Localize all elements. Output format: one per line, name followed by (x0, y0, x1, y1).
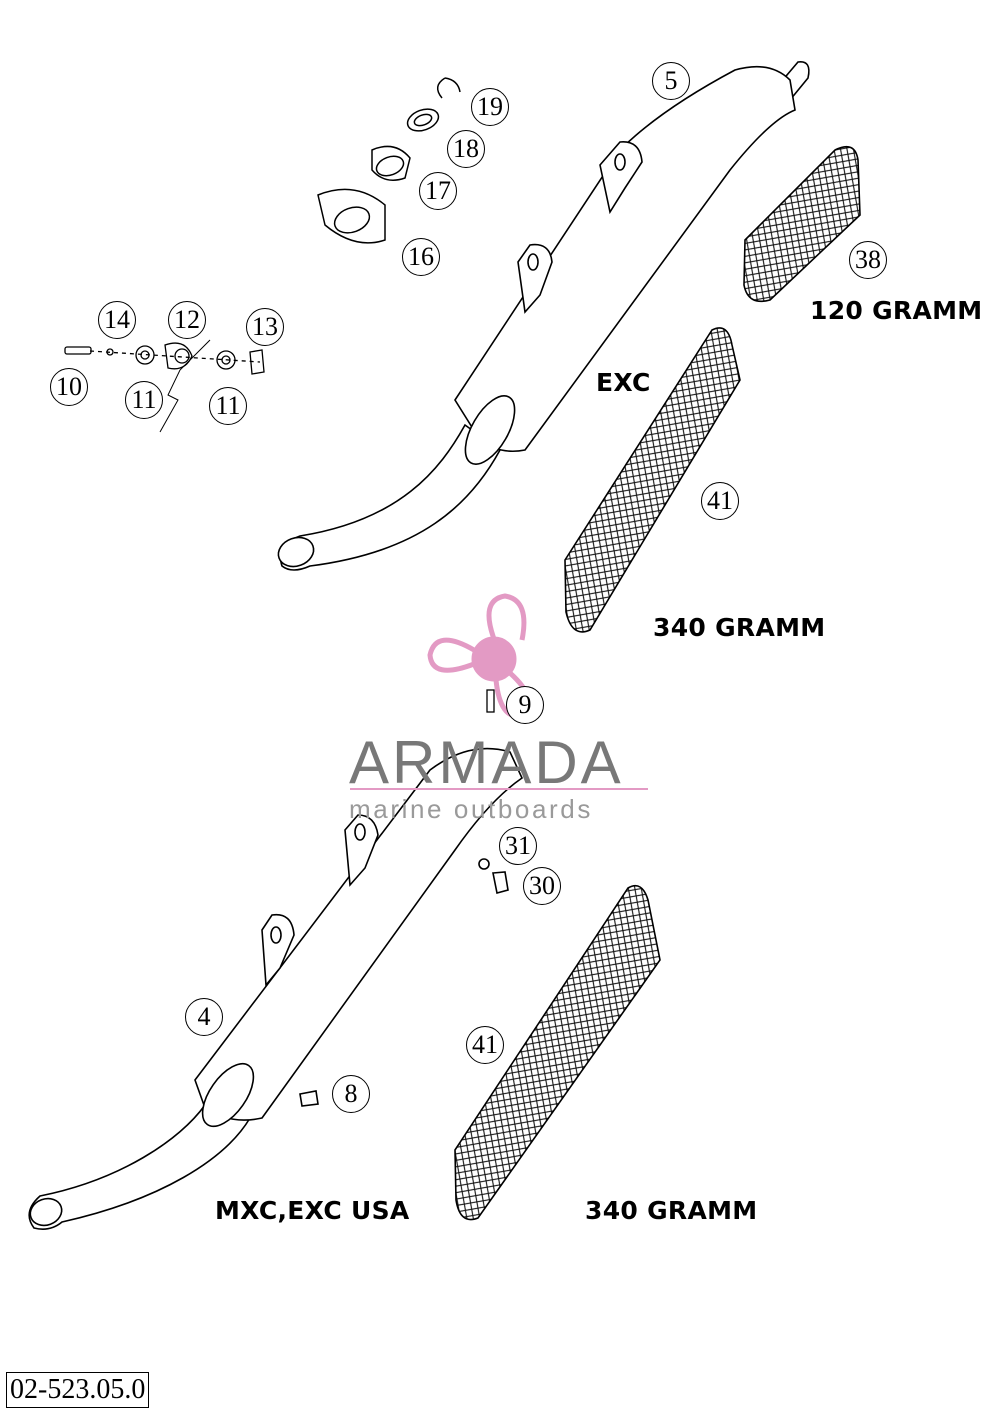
callout-17: 17 (419, 172, 457, 210)
watermark-title: ARMADA (349, 729, 624, 796)
callout-4: 4 (185, 998, 223, 1036)
callout-41-top: 41 (701, 482, 739, 520)
weight-label-120: 120 GRAMM (810, 296, 983, 325)
callout-13: 13 (246, 308, 284, 346)
watermark-subtitle: marine outboards (349, 794, 593, 824)
variant-label-exc: EXC (596, 368, 651, 397)
end-cap-parts (317, 77, 461, 244)
callout-5: 5 (652, 62, 690, 100)
callout-10: 10 (50, 368, 88, 406)
weight-label-340-bottom: 340 GRAMM (585, 1196, 758, 1225)
callout-11-right: 11 (209, 387, 247, 425)
watermark-emblem (427, 593, 532, 719)
callout-9: 9 (506, 686, 544, 724)
callout-12: 12 (168, 301, 206, 339)
silencer-top (277, 61, 810, 571)
variant-label-mxc-exc-usa: MXC,EXC USA (215, 1196, 410, 1225)
drawing-code: 02-523.05.0 (6, 1372, 150, 1408)
heat-shield-41-bottom (454, 884, 661, 1221)
heat-shield-38 (743, 145, 861, 303)
heat-shield-41-top (564, 327, 741, 633)
screw-9 (486, 689, 495, 713)
callout-14: 14 (98, 301, 136, 339)
callout-19: 19 (471, 88, 509, 126)
callout-18: 18 (447, 130, 485, 168)
callout-8: 8 (332, 1075, 370, 1113)
callout-30: 30 (523, 867, 561, 905)
weight-label-340-top: 340 GRAMM (653, 613, 826, 642)
mount-hardware (64, 339, 265, 433)
callout-11-left: 11 (125, 381, 163, 419)
watermark-divider (350, 788, 648, 790)
callout-41-bottom: 41 (466, 1026, 504, 1064)
callout-16: 16 (402, 238, 440, 276)
callout-38: 38 (849, 241, 887, 279)
callout-31: 31 (499, 827, 537, 865)
silencer-bottom (28, 747, 524, 1230)
